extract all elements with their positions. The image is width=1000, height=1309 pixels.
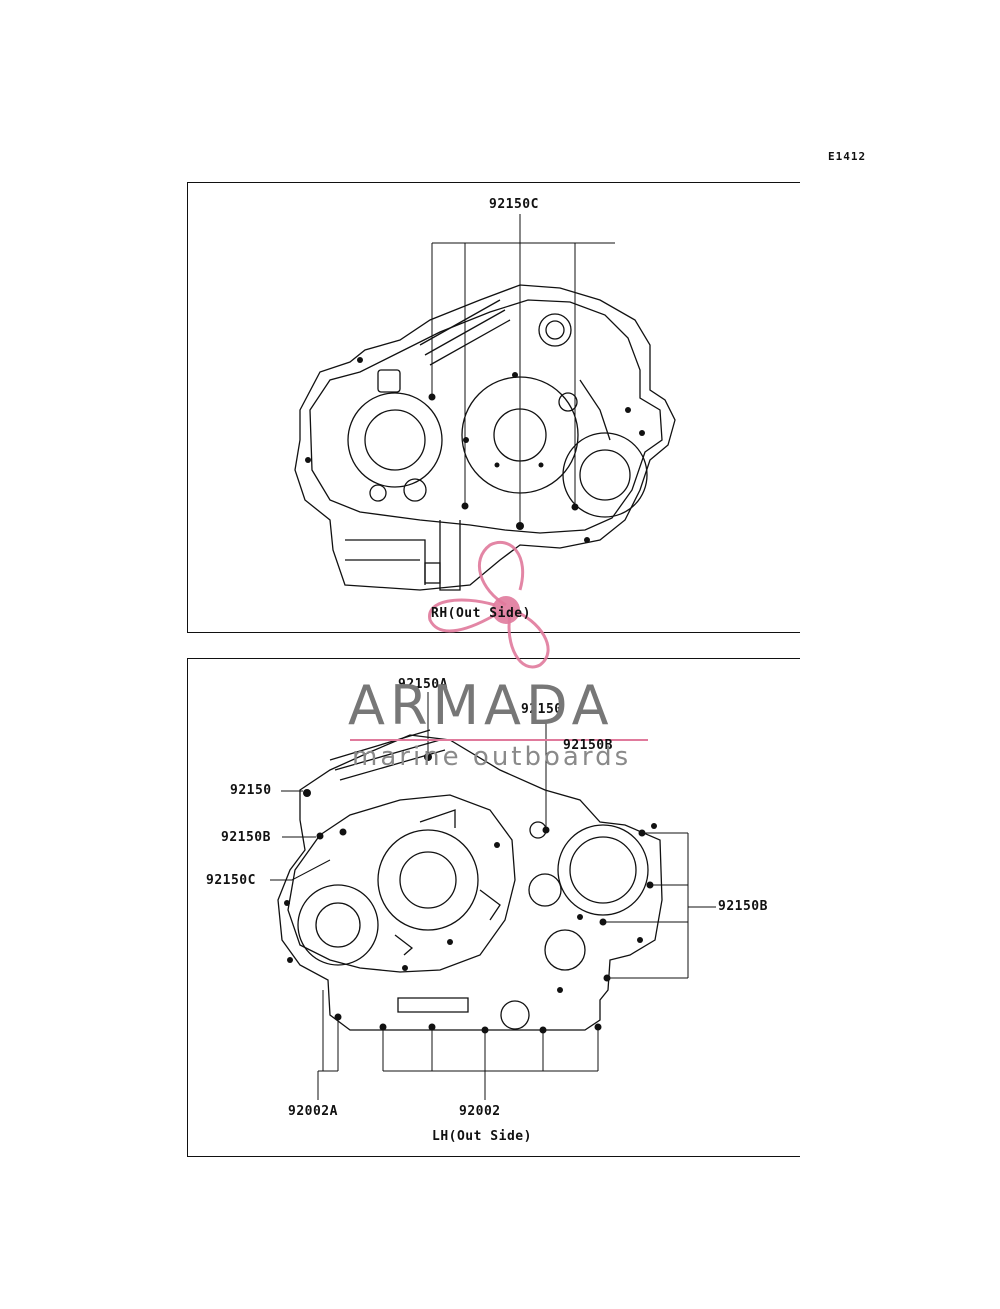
lh-crankcase-drawing [277, 729, 663, 1031]
rh-leader-lines [431, 214, 615, 526]
lh-label-92150-top: 92150 [521, 702, 563, 717]
lh-label-92150b-top: 92150B [563, 738, 613, 753]
lh-label-92150c-left: 92150C [206, 873, 256, 888]
lh-label-92150-left: 92150 [230, 783, 272, 798]
lh-bolt-holes [284, 753, 657, 1034]
rh-bore-rear [562, 432, 648, 518]
lh-label-92150a: 92150A [398, 677, 448, 692]
rh-label-92150c: 92150C [489, 197, 539, 212]
rh-crankcase-drawing [294, 284, 676, 591]
watermark-brand: ARMADA [348, 674, 614, 737]
armada-logo-icon [428, 540, 550, 669]
lh-bore-front [297, 884, 379, 966]
rh-caption: RH(Out Side) [431, 606, 531, 621]
lh-bore-center [377, 829, 479, 931]
lh-label-92002a: 92002A [288, 1104, 338, 1119]
lh-label-92002: 92002 [459, 1104, 501, 1119]
armada-logo-hub [492, 596, 520, 624]
lh-label-92150b-left: 92150B [221, 830, 271, 845]
diagram-code: E1412 [828, 150, 867, 163]
rh-view-frame [187, 182, 800, 633]
lh-caption: LH(Out Side) [432, 1129, 532, 1144]
rh-bore-front [347, 392, 443, 488]
watermark-tagline: marine outboards [352, 742, 632, 772]
lh-view-frame [187, 658, 800, 1157]
lh-label-92150b-right: 92150B [718, 899, 768, 914]
lh-bore-rear [557, 824, 649, 916]
lh-leader-lines [270, 692, 716, 1100]
